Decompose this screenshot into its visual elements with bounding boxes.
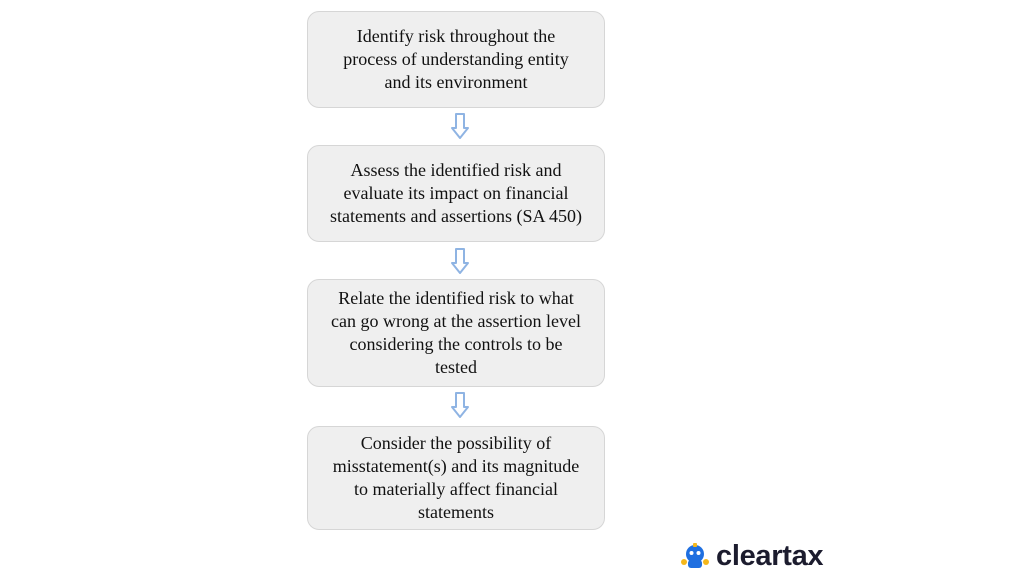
step-text: Relate the identified risk to what can g… [331, 288, 581, 377]
step-text: Consider the possibility of misstatement… [332, 433, 580, 522]
cleartax-mascot-icon [681, 543, 709, 568]
down-arrow-icon [451, 392, 469, 418]
step-text: Assess the identified risk and evaluate … [330, 160, 582, 226]
step-box-consider-misstatement: Consider the possibility of misstatement… [307, 426, 605, 530]
step-box-identify-risk: Identify risk throughout the process of … [307, 11, 605, 108]
cleartax-logo: cleartax [680, 539, 824, 573]
down-arrow-icon [451, 248, 469, 274]
down-arrow-icon [451, 113, 469, 139]
step-text: Identify risk throughout the process of … [343, 26, 569, 92]
step-box-assess-risk: Assess the identified risk and evaluate … [307, 145, 605, 242]
logo-wordmark: cleartax [716, 540, 824, 572]
step-box-relate-risk: Relate the identified risk to what can g… [307, 279, 605, 387]
